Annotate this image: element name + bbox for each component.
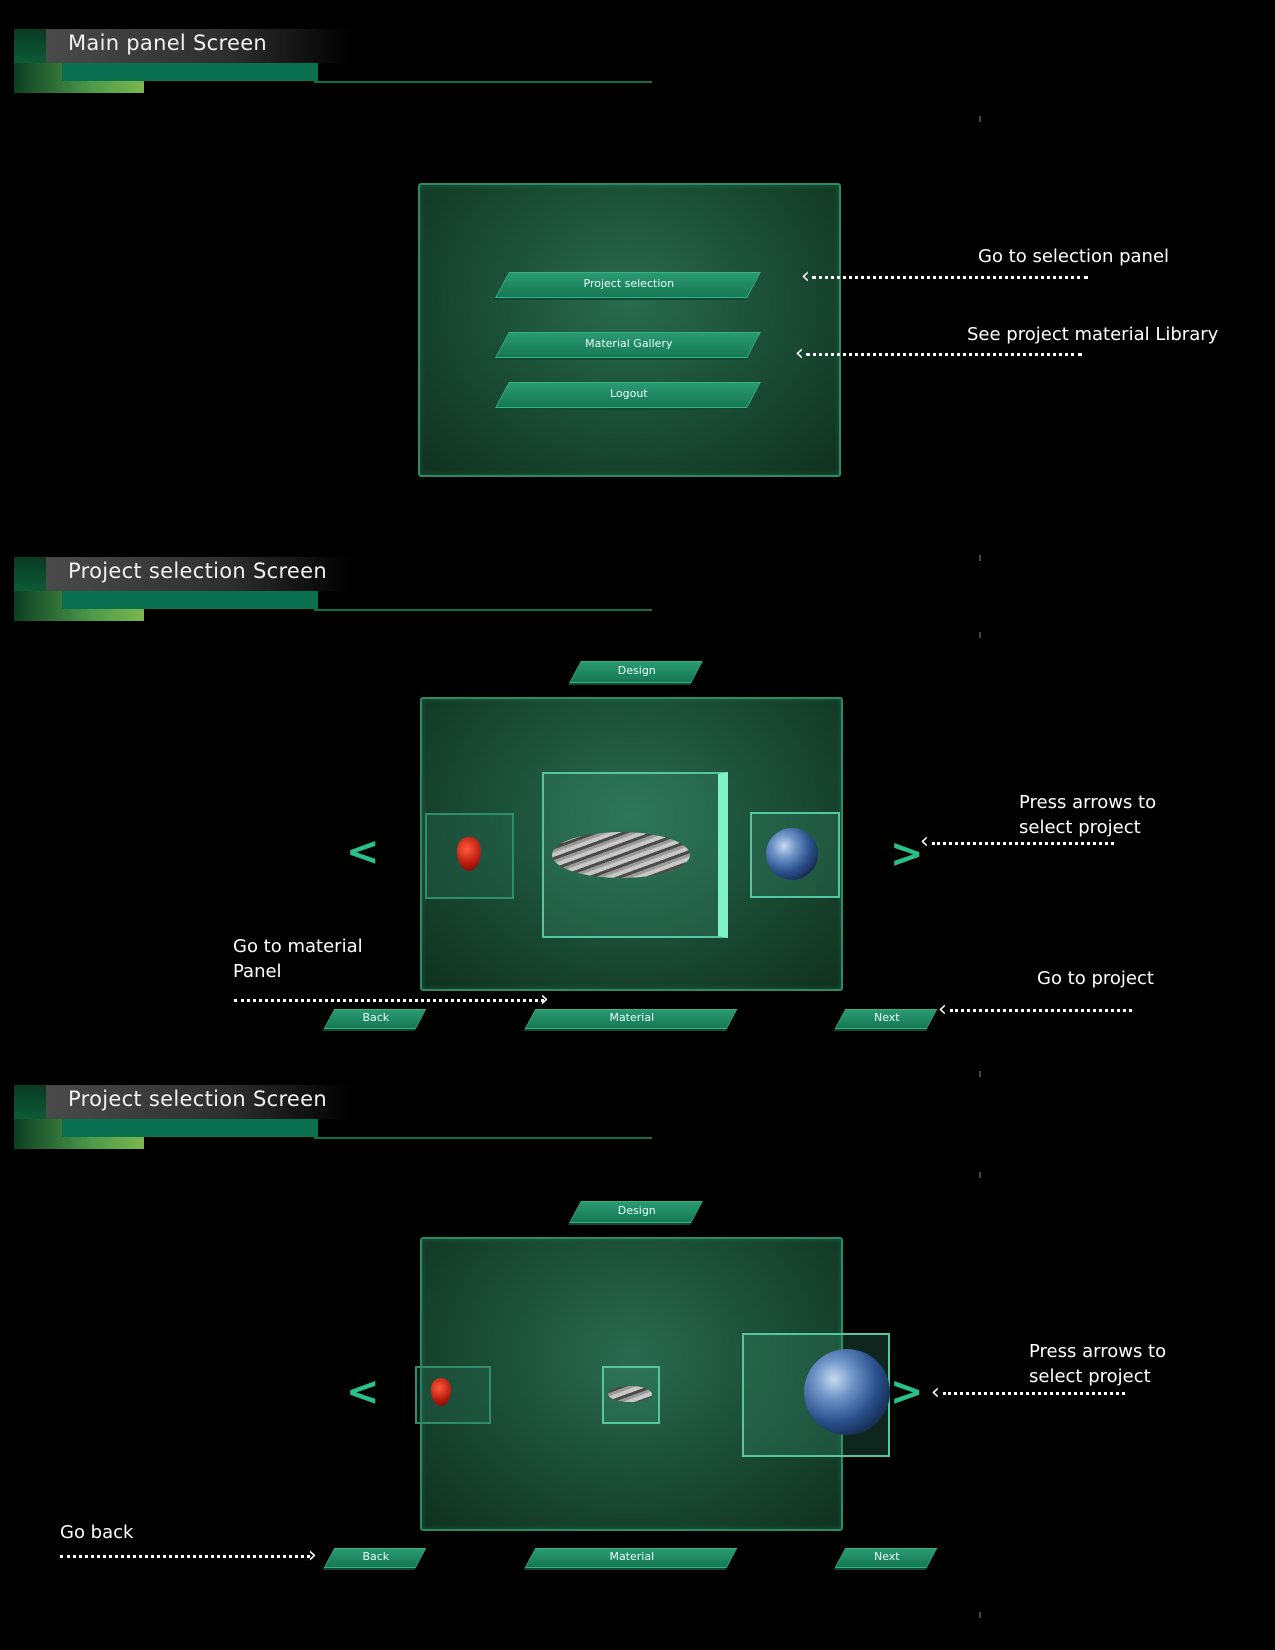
arrow-left-icon: ‹ xyxy=(801,264,810,289)
header-green-bar xyxy=(62,591,318,609)
dotted-leader xyxy=(806,353,1082,356)
arrow-left-icon: ‹ xyxy=(938,997,947,1022)
project-card-earth-selected[interactable] xyxy=(742,1333,890,1457)
button-label: Design xyxy=(617,664,656,677)
section-title: Project selection Screen xyxy=(68,559,327,583)
header-green-bar xyxy=(62,1119,318,1137)
dotted-leader xyxy=(60,1555,310,1558)
button-label: Material xyxy=(609,1550,655,1563)
material-button[interactable]: Material xyxy=(524,1548,738,1568)
arrow-right-icon: › xyxy=(308,1543,317,1568)
button-label: Next xyxy=(873,1550,900,1563)
tick-mark xyxy=(979,632,981,638)
next-button[interactable]: Next xyxy=(834,1009,938,1029)
button-label: Back xyxy=(362,1550,390,1563)
previous-arrow-icon[interactable]: < xyxy=(346,829,380,875)
button-label: Design xyxy=(617,1204,656,1217)
tick-mark xyxy=(979,1172,981,1178)
tick-mark xyxy=(979,1612,981,1618)
dotted-leader xyxy=(950,1009,1132,1012)
next-arrow-icon[interactable]: > xyxy=(890,1369,924,1415)
dotted-leader xyxy=(943,1392,1125,1395)
tick-mark xyxy=(979,116,981,122)
header-accent-block xyxy=(14,557,46,591)
header-band xyxy=(46,557,351,591)
logout-button[interactable]: Logout xyxy=(495,382,761,408)
main-panel xyxy=(418,183,841,477)
earth-model-icon xyxy=(766,828,818,880)
button-label: Logout xyxy=(609,387,648,400)
header-accent-block xyxy=(14,29,46,63)
tick-mark xyxy=(979,1071,981,1077)
button-label: Back xyxy=(362,1011,390,1024)
earth-model-icon xyxy=(804,1349,890,1435)
note-line: Go to material xyxy=(233,936,363,957)
dotted-leader xyxy=(932,842,1114,845)
button-label: Material Gallery xyxy=(585,337,673,350)
design-button[interactable]: Design xyxy=(569,1201,703,1223)
note-material-library: See project material Library xyxy=(967,324,1219,345)
note-go-back: Go back xyxy=(60,1522,134,1543)
section-header-project-selection: Project selection Screen xyxy=(14,557,654,621)
back-button[interactable]: Back xyxy=(323,1009,427,1029)
next-arrow-icon[interactable]: > xyxy=(890,831,924,877)
next-button[interactable]: Next xyxy=(834,1548,938,1568)
design-button[interactable]: Design xyxy=(569,661,703,683)
project-card-earth[interactable] xyxy=(750,812,840,898)
back-button[interactable]: Back xyxy=(323,1548,427,1568)
section-title: Main panel Screen xyxy=(68,31,268,55)
dotted-leader xyxy=(812,276,1088,279)
arrow-left-icon: ‹ xyxy=(920,829,929,854)
shell-model-icon xyxy=(608,1386,652,1402)
note-line: select project xyxy=(1019,817,1141,838)
project-card-shell[interactable] xyxy=(602,1366,660,1424)
section-header-project-selection: Project selection Screen xyxy=(14,1085,654,1149)
tick-mark xyxy=(979,555,981,561)
note-line: Panel xyxy=(233,961,282,982)
header-underline xyxy=(314,1137,652,1139)
note-press-arrows: Press arrows to select project xyxy=(1019,790,1156,840)
heart-model-icon xyxy=(457,837,481,871)
button-label: Next xyxy=(873,1011,900,1024)
project-selection-button[interactable]: Project selection xyxy=(495,272,761,298)
project-card-heart[interactable] xyxy=(425,813,514,899)
heart-model-icon xyxy=(431,1378,451,1406)
project-card-heart[interactable] xyxy=(415,1366,491,1424)
button-label: Project selection xyxy=(583,277,675,290)
material-button[interactable]: Material xyxy=(524,1009,738,1029)
header-green-bar xyxy=(62,63,318,81)
previous-arrow-icon[interactable]: < xyxy=(346,1369,380,1415)
section-header-main-panel: Main panel Screen xyxy=(14,29,654,93)
dotted-leader xyxy=(234,999,544,1002)
note-line: Press arrows to xyxy=(1019,792,1157,813)
note-go-to-material: Go to material Panel xyxy=(233,934,363,984)
button-label: Material xyxy=(609,1011,655,1024)
note-go-to-project: Go to project xyxy=(1037,968,1154,989)
header-underline xyxy=(314,81,652,83)
material-gallery-button[interactable]: Material Gallery xyxy=(495,332,761,358)
note-line: Press arrows to xyxy=(1029,1341,1167,1362)
header-accent-block xyxy=(14,1085,46,1119)
arrow-left-icon: ‹ xyxy=(931,1380,940,1405)
header-band xyxy=(46,1085,351,1119)
header-underline xyxy=(314,609,652,611)
arrow-left-icon: ‹ xyxy=(795,341,804,366)
note-go-to-selection: Go to selection panel xyxy=(978,246,1170,267)
header-band xyxy=(46,29,351,63)
arrow-right-icon: › xyxy=(540,987,549,1012)
note-line: select project xyxy=(1029,1366,1151,1387)
shell-model-icon xyxy=(552,832,690,878)
project-card-shell-selected[interactable] xyxy=(542,772,728,938)
section-title: Project selection Screen xyxy=(68,1087,327,1111)
note-press-arrows: Press arrows to select project xyxy=(1029,1339,1166,1389)
